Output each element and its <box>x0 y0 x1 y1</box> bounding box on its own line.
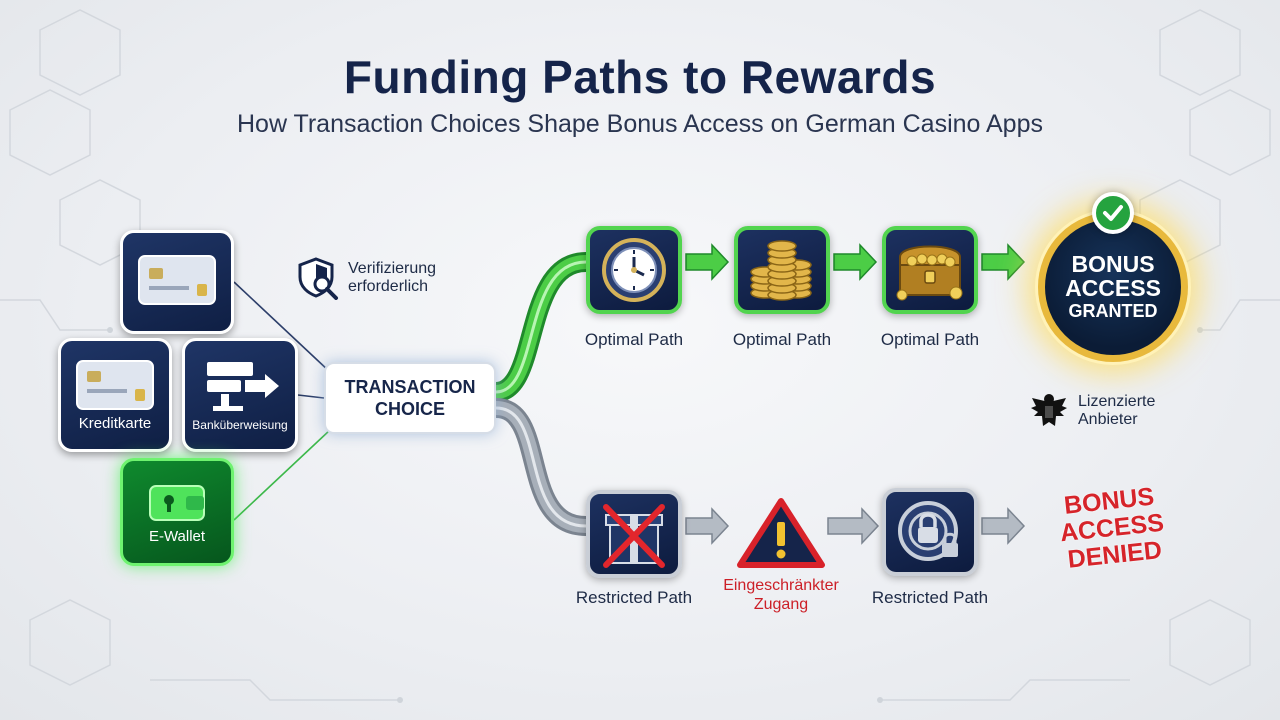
restricted-caption-2: Restricted Path <box>871 588 989 607</box>
granted-line3: GRANTED <box>1068 301 1158 321</box>
granted-line1: BONUS <box>1071 251 1155 277</box>
choice-line1: TRANSACTION <box>344 377 476 397</box>
granted-line2: ACCESS <box>1065 275 1161 301</box>
credit-card-tile-top[interactable] <box>120 230 234 334</box>
restricted-step-1[interactable] <box>586 490 682 578</box>
optimal-step-1[interactable] <box>586 226 682 314</box>
kreditkarte-label: Kreditkarte <box>78 414 152 432</box>
optimal-caption-3: Optimal Path <box>880 330 980 349</box>
credit-card-icon <box>76 359 154 410</box>
optimal-step-3[interactable] <box>882 226 978 314</box>
warning-triangle-icon <box>737 498 825 568</box>
shield-magnifier-icon <box>298 257 338 300</box>
credit-card-icon <box>138 255 216 305</box>
roulette-clock-icon <box>602 238 666 302</box>
kreditkarte-tile[interactable]: Kreditkarte <box>58 338 172 452</box>
verification-line2: erforderlich <box>348 278 429 295</box>
bank-transfer-tile[interactable]: Banküberweisung <box>182 338 298 452</box>
checkmark-icon <box>1092 192 1134 234</box>
optimal-step-2[interactable] <box>734 226 830 314</box>
page-title: Funding Paths to Rewards <box>343 51 937 103</box>
page-subtitle: How Transaction Choices Shape Bonus Acce… <box>237 110 1043 138</box>
warning-line2: Zugang <box>753 596 809 613</box>
bonus-access-denied-stamp: BONUS ACCESS DENIED <box>1044 482 1180 576</box>
treasure-chest-icon <box>896 245 963 301</box>
optimal-caption-1: Optimal Path <box>584 330 684 349</box>
bank-transfer-icon <box>207 362 279 411</box>
optimal-caption-2: Optimal Path <box>732 330 832 349</box>
restricted-caption-1: Restricted Path <box>575 588 693 607</box>
locked-vault-icon <box>898 501 958 561</box>
warning-line1: Eingeschränkter <box>723 577 839 594</box>
licensed-providers-badge: Lizenzierte Anbieter <box>1028 390 1155 432</box>
crossed-gift-icon <box>603 504 665 568</box>
verification-badge: Verifizierung erforderlich <box>296 256 436 300</box>
licensed-line1: Lizenzierte <box>1078 393 1156 410</box>
verification-line1: Verifizierung <box>348 260 437 277</box>
ewallet-tile[interactable]: E-Wallet <box>120 458 234 566</box>
licensed-line2: Anbieter <box>1078 411 1138 428</box>
ewallet-label: E-Wallet <box>148 527 206 545</box>
chip-stacks-icon <box>750 240 812 301</box>
restricted-warning-caption: Eingeschränkter Zugang <box>706 576 856 614</box>
bonus-access-granted-badge: BONUS ACCESS GRANTED <box>1038 212 1188 362</box>
bank-transfer-label: Banküberweisung <box>192 418 288 432</box>
eagle-icon <box>1031 394 1067 426</box>
restricted-step-3[interactable] <box>882 488 978 576</box>
transaction-choice-box[interactable]: TRANSACTION CHOICE <box>324 362 496 434</box>
wallet-lock-icon <box>149 484 205 521</box>
choice-line2: CHOICE <box>374 399 445 419</box>
